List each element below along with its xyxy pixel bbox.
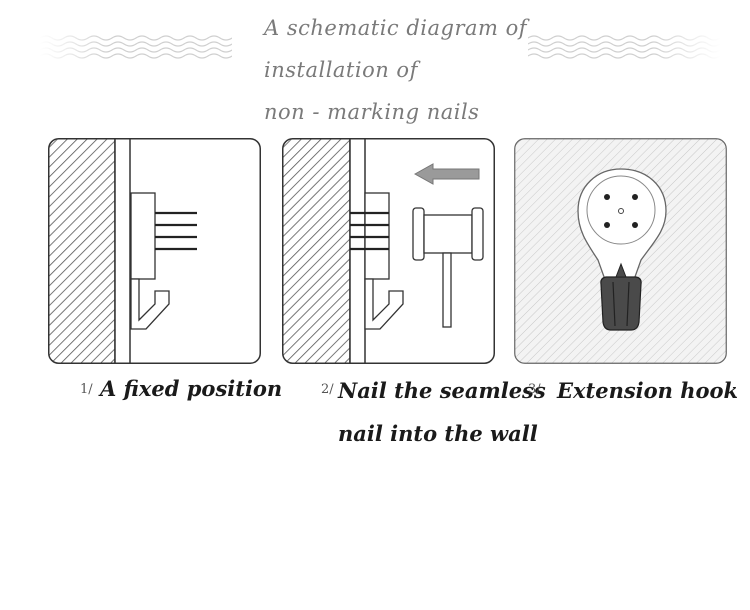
step2-caption-line1: Nail the seamless: [338, 378, 546, 403]
wall-surface: [349, 138, 366, 364]
arrow-left-icon: [413, 163, 480, 185]
step2-diagram: [282, 138, 495, 364]
title-line-2: installation of: [264, 58, 418, 82]
nail-holes: [604, 194, 638, 228]
title-line-3: non - marking nails: [264, 100, 480, 124]
step1-number: 1/: [80, 382, 93, 397]
wall-surface: [114, 138, 131, 364]
wall-hatch: [48, 138, 115, 364]
hammer-icon: [412, 207, 484, 328]
step1-diagram: [48, 138, 261, 364]
wall-hatch: [282, 138, 350, 364]
extension-hook-icon: [600, 262, 642, 331]
step2-number: 2/: [321, 382, 334, 397]
decorative-wave-left: [40, 32, 232, 62]
nail-plate: [130, 192, 156, 280]
step3-caption: Extension hook: [557, 378, 739, 403]
hook: [364, 278, 404, 330]
step3-number: 3/: [528, 382, 541, 397]
step2-caption-line2: nail into the wall: [338, 421, 538, 446]
hook: [130, 278, 170, 330]
title-line-1: A schematic diagram of: [264, 16, 528, 40]
decorative-wave-right: [528, 32, 720, 62]
step3-diagram: [514, 138, 727, 364]
step1-caption: A fixed position: [100, 376, 283, 401]
